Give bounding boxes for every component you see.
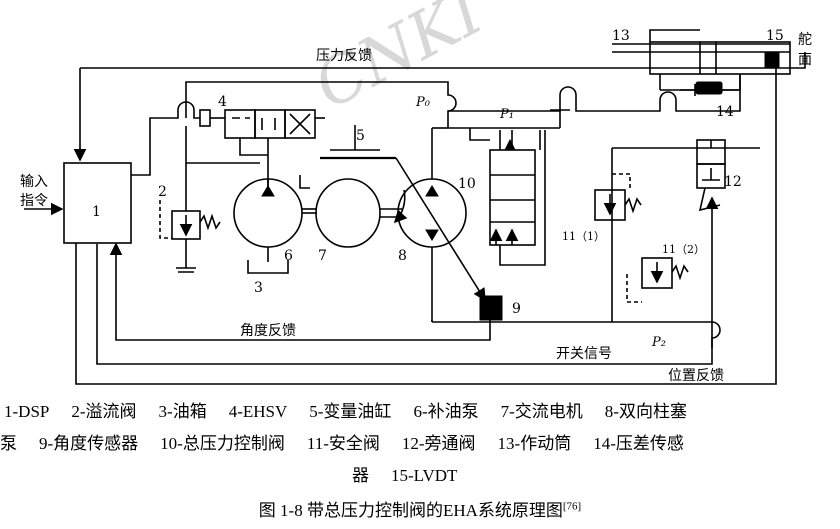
label-15: 15 (766, 28, 784, 44)
legend-item: 器 (352, 466, 369, 485)
legend-item: 5-变量油缸 (309, 402, 392, 421)
label-7: 7 (318, 248, 327, 264)
legend-item: 12-旁通阀 (401, 434, 476, 453)
pressure-p2-label: P₂ (651, 335, 666, 350)
legend-item: 14-压差传感 (593, 434, 684, 453)
legend-item: 1-DSP (4, 402, 50, 421)
legend-item: 15-LVDT (391, 466, 458, 485)
legend-item: 10-总压力控制阀 (160, 434, 285, 453)
pressure-feedback-label: 压力反馈 (316, 48, 372, 64)
legend-line-3: 器 15-LVDT (352, 460, 457, 491)
legend-item: 13-作动筒 (497, 434, 572, 453)
legend-item: 6-补油泵 (413, 402, 479, 421)
label-13: 13 (612, 28, 630, 44)
label-11-2: 11（2） (662, 243, 705, 256)
rudder-label-line1: 舵 (798, 32, 812, 48)
rudder-label-line2: 面 (798, 52, 812, 68)
legend-item: 泵 (0, 434, 17, 453)
pressure-feedback-line (80, 52, 806, 69)
label-10: 10 (458, 176, 476, 192)
legend-item: 8-双向柱塞 (604, 402, 687, 421)
legend-item: 9-角度传感器 (39, 434, 139, 453)
pressure-p0-label: P₀ (415, 95, 431, 110)
legend-item: 7-交流电机 (500, 402, 583, 421)
legend-item: 2-溢流阀 (71, 402, 137, 421)
eha-schematic: CNKI (20, 0, 812, 385)
main-line-bottom (432, 321, 721, 348)
legend-item: 3-油箱 (158, 402, 207, 421)
label-11-1: 11（1） (562, 230, 605, 243)
label-6: 6 (284, 248, 293, 264)
caption-reference: [76] (562, 500, 582, 513)
label-3: 3 (254, 280, 263, 296)
label-5: 5 (356, 128, 365, 144)
position-feedback-label: 位置反馈 (668, 368, 724, 384)
switch-signal-label: 开关信号 (556, 346, 612, 362)
angle-sensor-box (479, 295, 503, 321)
main-line-right (448, 74, 741, 112)
legend-item: 4-EHSV (228, 402, 288, 421)
position-feedback-line (75, 64, 777, 385)
figure-caption: 图 1-8 带总压力控制阀的EHA系统原理图[76] (0, 496, 840, 521)
dsp-to-ehsv-line (131, 101, 200, 176)
lvdt-box (764, 51, 780, 69)
label-9: 9 (512, 301, 521, 317)
delta-p-sensor-box (695, 81, 723, 95)
switch-signal-line (96, 196, 719, 365)
label-4: 4 (218, 94, 227, 110)
label-12: 12 (724, 174, 742, 190)
angle-feedback-line (109, 242, 491, 341)
legend-line-1: 1-DSP 2-溢流阀 3-油箱 4-EHSV 5-变量油缸 6-补油泵 7-交流电机 8-双… (4, 396, 687, 427)
pressure-p1-label: P₁ (499, 107, 514, 122)
legend-item: 11-安全阀 (306, 434, 380, 453)
input-label-line2: 指令 (20, 193, 48, 209)
label-8: 8 (398, 248, 407, 264)
dsp-box (63, 162, 132, 244)
legend-line-2: 泵 9-角度传感器 10-总压力控制阀 11-安全阀 12-旁通阀 13-作动筒 14-压差… (0, 428, 684, 459)
input-label-line1: 输入 (20, 174, 48, 190)
label-14: 14 (716, 104, 734, 120)
caption-text: 图 1-8 带总压力控制阀的EHA系统原理图 (258, 501, 563, 520)
label-1: 1 (92, 204, 101, 220)
label-2: 2 (158, 184, 167, 200)
angle-feedback-label: 角度反馈 (240, 323, 296, 339)
